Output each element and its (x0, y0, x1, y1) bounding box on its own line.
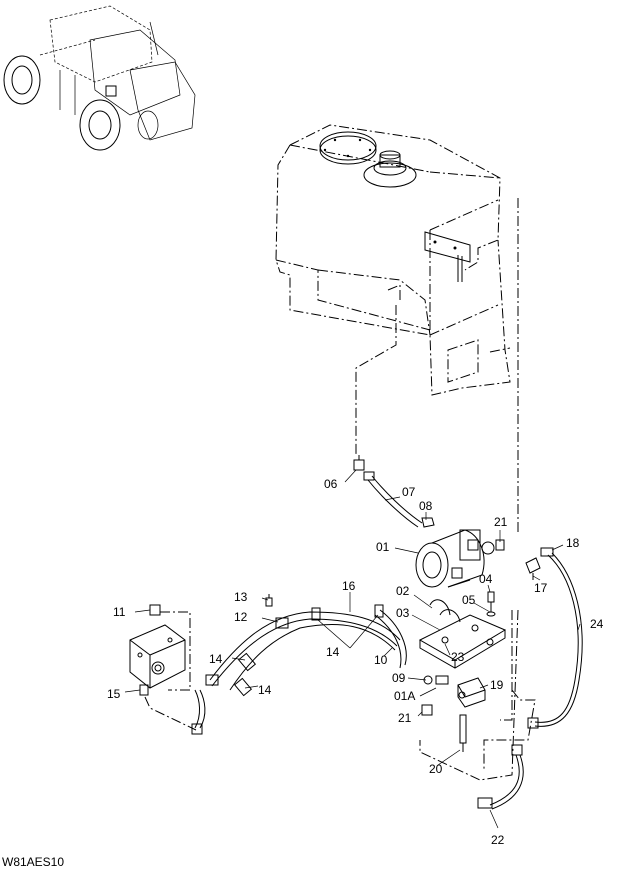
elbow-fittings (525, 557, 541, 580)
part-label-14-left: 14 (209, 652, 223, 666)
part-label-18: 18 (566, 536, 580, 550)
part-label-17: 17 (534, 581, 548, 595)
machine-thumbnail (3, 5, 196, 151)
part-label-15: 15 (107, 687, 121, 701)
part-label-19: 19 (490, 678, 504, 692)
pump-motor (415, 529, 505, 588)
part-label-14-low: 14 (258, 683, 272, 697)
hydraulic-tank (275, 124, 511, 396)
part-label-12: 12 (234, 610, 248, 624)
part-label-21-low: 21 (398, 711, 412, 725)
valve-block (421, 675, 486, 752)
mounting-bracket (418, 591, 507, 669)
part-label-02: 02 (396, 584, 410, 598)
part-label-09: 09 (392, 671, 406, 685)
part-label-20: 20 (429, 762, 443, 776)
leader-lines (124, 469, 581, 829)
part-label-06: 06 (324, 477, 338, 491)
control-valve (129, 604, 186, 696)
part-label-13: 13 (234, 590, 248, 604)
part-label-04: 04 (479, 572, 493, 586)
part-label-05: 05 (462, 593, 476, 607)
part-label-21-top: 21 (494, 515, 508, 529)
part-label-11: 11 (113, 605, 126, 619)
part-label-03: 03 (396, 606, 410, 620)
part-label-23: 23 (451, 650, 465, 664)
part-label-01: 01 (376, 540, 390, 554)
part-labels: 06 07 08 21 01 18 17 04 05 02 03 13 16 1… (107, 477, 604, 847)
part-label-24: 24 (590, 617, 604, 631)
part-label-01A: 01A (394, 689, 415, 703)
part-label-22: 22 (491, 833, 505, 847)
phantom-lines (144, 198, 536, 781)
part-label-07: 07 (402, 485, 416, 499)
part-label-14-mid: 14 (326, 645, 340, 659)
part-label-10: 10 (374, 653, 388, 667)
part-label-08: 08 (419, 499, 433, 513)
part-label-16: 16 (342, 579, 356, 593)
hoses (191, 455, 583, 810)
drawing-code: W81AES10 (2, 855, 64, 869)
